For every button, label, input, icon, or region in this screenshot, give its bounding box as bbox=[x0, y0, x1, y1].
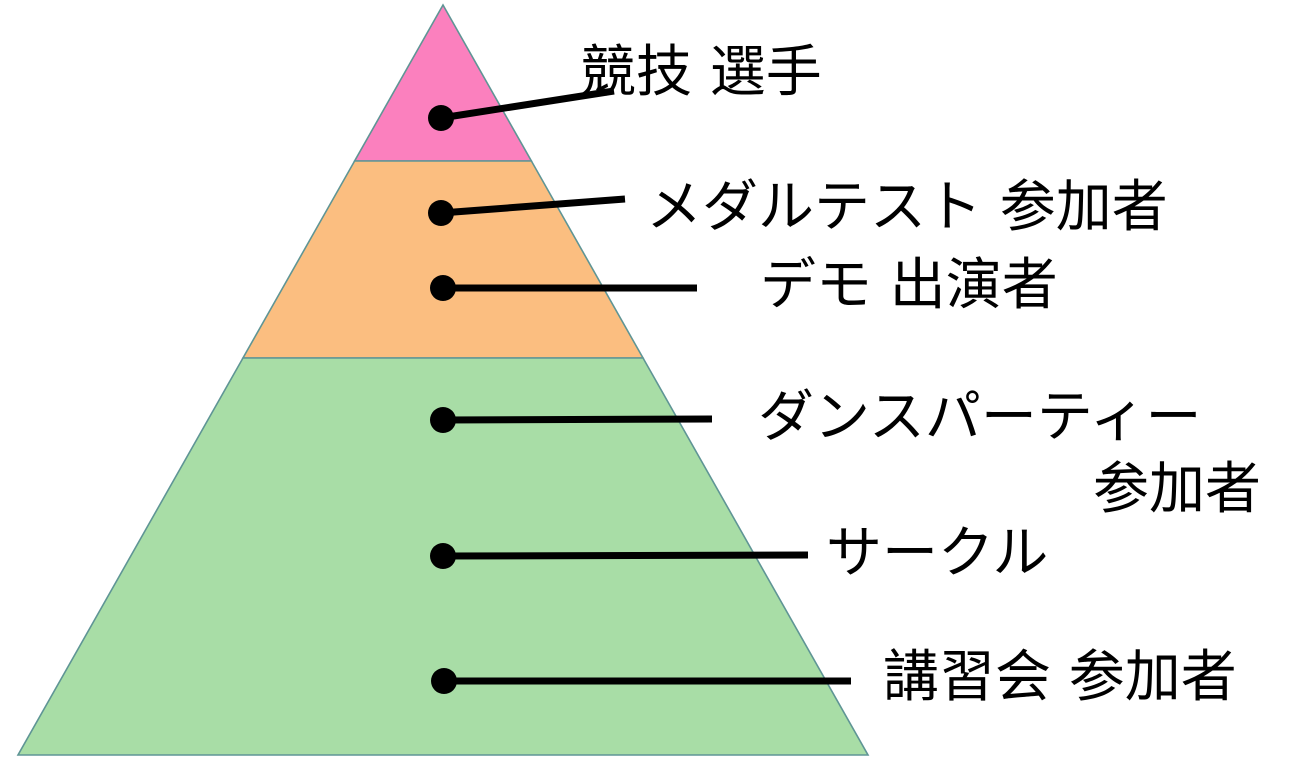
callout-label-medal-test-participant: メダルテスト 参加者 bbox=[646, 175, 1168, 240]
callout-label-circle-club: サークル bbox=[826, 521, 1049, 586]
leader-dot-circle-club[interactable] bbox=[430, 543, 456, 569]
callout-label-seminar-participant: 講習会 参加者 bbox=[883, 645, 1237, 710]
leader-line-dance-party-participant bbox=[442, 415, 713, 424]
callout-label-dance-party-participant: ダンスパーティー bbox=[758, 385, 1202, 450]
leader-dot-seminar-participant[interactable] bbox=[431, 668, 457, 694]
leader-dot-demo-performer[interactable] bbox=[430, 275, 456, 301]
leader-dot-competitive-athlete[interactable] bbox=[428, 105, 454, 131]
callout-label-competitive-athlete: 競技 選手 bbox=[580, 40, 822, 105]
pyramid-tier-top-tier[interactable] bbox=[353, 3, 533, 162]
pyramid-tier-middle-tier[interactable] bbox=[241, 160, 645, 359]
leader-dot-dance-party-participant[interactable] bbox=[430, 407, 456, 433]
callout-label-demo-performer: デモ 出演者 bbox=[760, 253, 1058, 318]
leader-line-competitive-athlete bbox=[440, 87, 615, 122]
callout-label-dance-party-participant-line2: 参加者 bbox=[1093, 457, 1261, 522]
leader-line-medal-test-participant bbox=[440, 195, 626, 217]
leader-dot-medal-test-participant[interactable] bbox=[428, 200, 454, 226]
callout-leaders bbox=[428, 87, 851, 694]
leader-line-circle-club bbox=[442, 551, 809, 560]
